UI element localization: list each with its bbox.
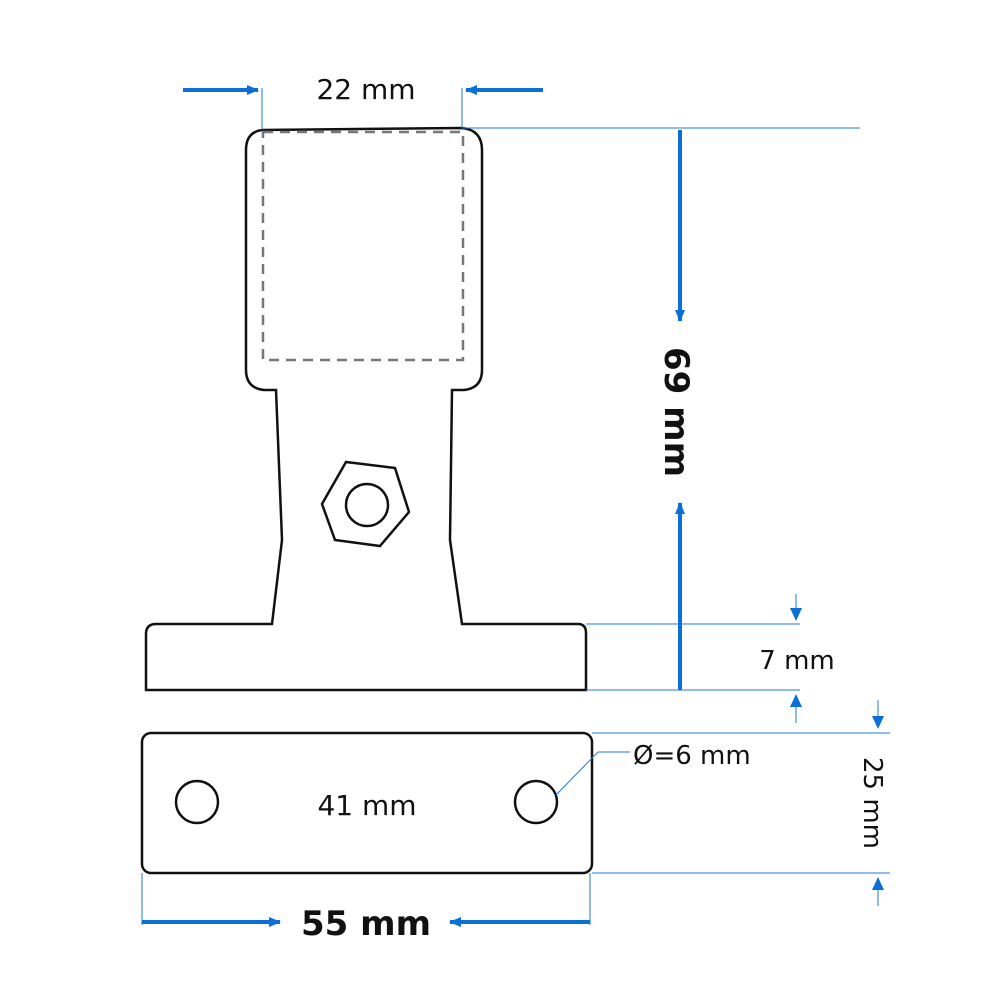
base-plate-outline <box>140 731 594 875</box>
small-arrow-up-icon <box>790 694 802 707</box>
label-height: 69 mm <box>656 347 696 477</box>
small-arrow-down-icon <box>790 608 802 621</box>
dimension-hole-diameter: Ø=6 mm <box>555 741 751 796</box>
small-arrow-down-icon <box>872 716 884 729</box>
label-plate-depth: 25 mm <box>857 757 887 849</box>
dimension-base-width: 55 mm <box>141 873 591 944</box>
set-screw-center <box>344 482 390 528</box>
fitting-side-view <box>144 126 588 692</box>
mounting-hole-left <box>174 779 220 825</box>
dimension-height: 69 mm <box>462 127 860 691</box>
base-plate-view <box>140 731 594 875</box>
mounting-hole-right <box>513 779 559 825</box>
label-base-width: 55 mm <box>301 904 431 944</box>
label-hole-diameter: Ø=6 mm <box>633 741 751 771</box>
dimension-plate-depth: 25 mm <box>592 700 890 906</box>
dimension-base-thickness: 7 mm <box>759 594 835 723</box>
small-arrow-up-icon <box>872 877 884 890</box>
label-top-width: 22 mm <box>316 73 415 106</box>
label-base-thickness: 7 mm <box>759 646 834 676</box>
dimension-top-width: 22 mm <box>183 73 543 130</box>
fitting-outline <box>144 126 588 692</box>
label-hole-spacing: 41 mm <box>317 789 416 822</box>
tube-socket-hidden-line <box>261 130 465 362</box>
